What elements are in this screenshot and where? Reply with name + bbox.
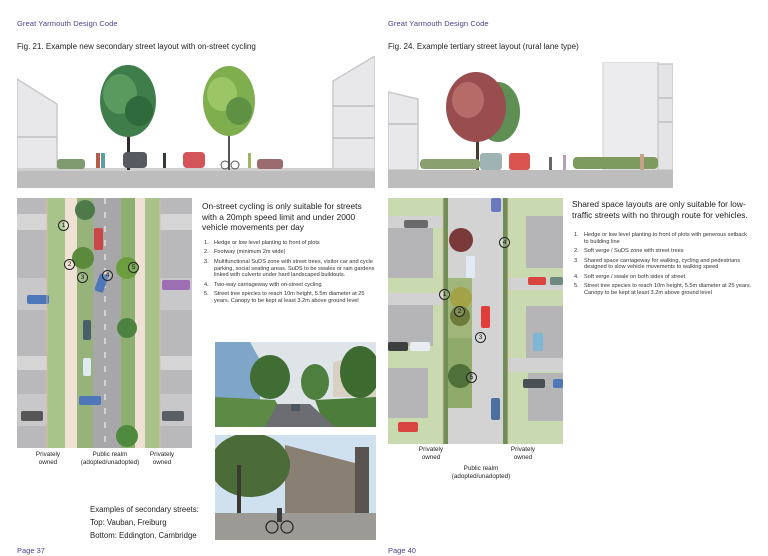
legend-item: 1.Hedge or low level planting to front o… [574, 232, 747, 245]
street-plan-diagram: 1 2 3 4 5 [388, 198, 563, 444]
examples-top: Top: Vauban, Freiburg [90, 518, 167, 527]
public-realm-label: Public realm [92, 451, 128, 458]
plan-marker-4: 4 [102, 270, 113, 281]
running-head: Great Yarmouth Design Code [17, 19, 118, 28]
plan-marker-5: 5 [466, 372, 477, 383]
street-plan-graphic [17, 198, 192, 448]
legend-item: 2.Footway (minimum 2m wide) [204, 249, 286, 256]
plan-marker-2: 2 [64, 259, 75, 270]
ownership-label-private-right: Privately owned [149, 451, 175, 466]
vauban-freiburg-photo [215, 342, 376, 427]
legend-item: 3.Multifunctional SuDS zone with street … [204, 258, 375, 279]
page-number: Page 37 [17, 546, 45, 555]
legend-item: 5.Street tree species to reach 10m heigh… [574, 283, 752, 296]
legend-item: 4.Soft verge / swale on both sides of st… [574, 273, 686, 280]
legend-item: 3.Shared space carriageway for walking, … [574, 257, 741, 271]
page-number: Page 40 [388, 546, 416, 555]
figure-title: Fig. 24. Example tertiary street layout … [388, 42, 579, 51]
ownership-label-private-right: Privately owned [510, 446, 536, 461]
ownership-label-private-left: Privately owned [418, 446, 444, 461]
plan-marker-3: 3 [475, 332, 486, 343]
legend-list: 1.Hedge or low level planting to front o… [204, 240, 376, 307]
lead-text: Shared space layouts are only suitable f… [572, 199, 748, 220]
legend-item: 4.Two-way carriageway with on-street cyc… [204, 281, 322, 288]
examples-bottom: Bottom: Eddington, Cambridge [90, 531, 197, 540]
eddington-cambridge-photo [215, 435, 376, 540]
plan-marker-3: 3 [77, 272, 88, 283]
street-section-graphic [17, 56, 375, 188]
ownership-label-private-left: Privately owned [35, 451, 61, 466]
street-plan-diagram: 1 2 3 4 5 [17, 198, 192, 448]
page-37: Great Yarmouth Design Code Fig. 21. Exam… [17, 19, 376, 555]
ownership-label-public: Public realm (adopted/unadopted) [75, 451, 145, 466]
page-40: Great Yarmouth Design Code Fig. 24. Exam… [384, 0, 768, 556]
plan-marker-5: 5 [128, 262, 139, 273]
eddington-photo-graphic [215, 435, 376, 540]
legend-item: 2.Soft verge / SuDS zone with street tre… [574, 248, 684, 255]
lead-text: On-street cycling is only suitable for s… [202, 201, 362, 232]
examples-heading: Examples of secondary streets: [90, 505, 199, 514]
plan-marker-1: 1 [439, 289, 450, 300]
public-realm-sublabel: (adopted/unadopted) [80, 458, 140, 466]
street-section-graphic [388, 62, 673, 188]
public-realm-label: Public realm [463, 465, 499, 472]
plan-marker-4: 4 [499, 237, 510, 248]
legend-item: 1.Hedge or low level planting to front o… [204, 240, 320, 246]
examples-caption: Examples of secondary streets: Top: Vaub… [90, 503, 199, 542]
street-section-illustration [388, 62, 673, 188]
vauban-photo-graphic [215, 342, 376, 427]
plan-marker-1: 1 [58, 220, 69, 231]
legend-list: 1.Hedge or low level planting to front o… [574, 232, 752, 299]
legend-item: 5.Street tree species to reach 10m heigh… [204, 291, 365, 304]
street-section-illustration [17, 56, 375, 188]
public-realm-sublabel: (adopted/unadopted) [451, 472, 511, 480]
figure-title: Fig. 21. Example new secondary street la… [17, 42, 256, 51]
ownership-label-public: Public realm (adopted/unadopted) [446, 465, 516, 480]
plan-marker-2: 2 [454, 306, 465, 317]
running-head: Great Yarmouth Design Code [388, 19, 489, 28]
street-plan-graphic [388, 198, 563, 444]
